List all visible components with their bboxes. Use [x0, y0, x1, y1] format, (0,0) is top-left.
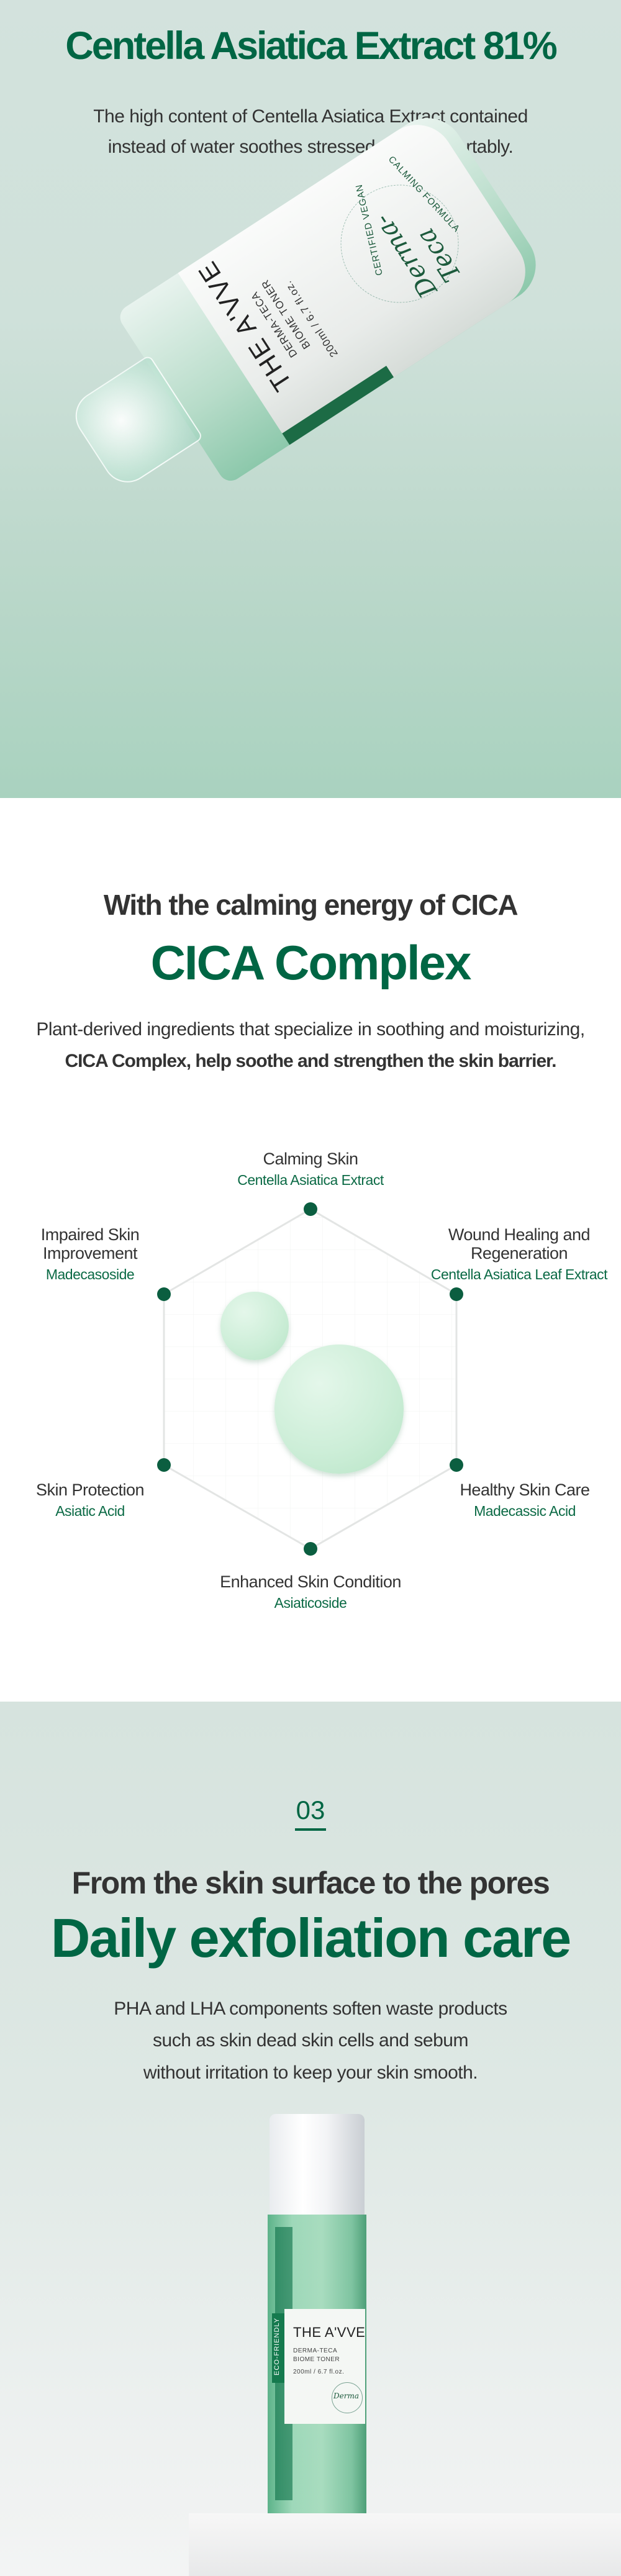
centella-section: Centella Asiatica Extract 81% The high c… — [0, 0, 621, 798]
exfoliation-desc-line-2: such as skin dead skin cells and sebum — [153, 2030, 468, 2051]
centella-desc-line-1: The high content of Centella Asiatica Ex… — [93, 106, 528, 127]
large-gel-drop — [274, 1345, 404, 1474]
dot-top — [304, 1202, 317, 1216]
exfoliation-subtitle: From the skin surface to the pores — [71, 1866, 550, 1900]
label-ingredient: Madecasoside — [45, 1266, 135, 1282]
cica-desc-line-2: CICA Complex, help soothe and strengthen… — [65, 1051, 556, 1071]
exfoliation-section: 03 From the skin surface to the pores Da… — [0, 1702, 621, 2576]
label-enhanced-skin: Enhanced Skin Condition Asiaticoside — [186, 1572, 435, 1612]
label-healthy-skin: Healthy Skin Care Madecassic Acid — [425, 1481, 621, 1520]
label-title: Enhanced Skin Condition — [220, 1572, 401, 1591]
exfoliation-desc-line-1: PHA and LHA components soften waste prod… — [114, 1998, 507, 2019]
label-calming-skin: Calming Skin Centella Asiatica Extract — [211, 1150, 410, 1189]
vegan-seal: CERTIFIED VEGAN CALMING FORMULA Derma-Te… — [318, 154, 481, 325]
label-title: Calming Skin — [263, 1150, 358, 1168]
cica-desc-line-1: Plant-derived ingredients that specializ… — [36, 1019, 585, 1040]
cica-title: CICA Complex — [150, 935, 472, 990]
label-title: Wound Healing and Regeneration — [448, 1225, 591, 1263]
centella-title: Centella Asiatica Extract 81% — [65, 24, 558, 68]
label-ingredient: Centella Asiatica Leaf Extract — [430, 1266, 608, 1282]
exfoliation-title: Daily exfoliation care — [50, 1907, 571, 1969]
label-brand: THE A'VVE — [293, 2324, 366, 2340]
label-ingredient: Centella Asiatica Extract — [237, 1172, 384, 1188]
cica-hexagon-diagram: Calming Skin Centella Asiatica Extract I… — [0, 798, 621, 1702]
label-stripe — [282, 365, 394, 445]
label-line2: BIOME TONER — [293, 2356, 340, 2363]
eco-friendly-text: ECO-FRIENDLY — [273, 2317, 281, 2375]
section-number-text: 03 — [294, 1796, 327, 1831]
label-skin-protection: Skin Protection Asiatic Acid — [0, 1481, 189, 1520]
dot-bottom — [304, 1542, 317, 1556]
cica-subtitle: With the calming energy of CICA — [103, 889, 519, 921]
dot-lower-right — [450, 1458, 463, 1472]
label-title: Healthy Skin Care — [460, 1481, 590, 1499]
exfoliation-desc-line-3: without irritation to keep your skin smo… — [143, 2062, 478, 2083]
label-wound-healing: Wound Healing and Regeneration Centella … — [431, 1225, 608, 1284]
label-line1: DERMA-TECA — [293, 2347, 338, 2354]
seal-script: Derma-Teca — [368, 209, 467, 303]
label-title: Skin Protection — [35, 1481, 145, 1499]
label-seal: Derma — [332, 2382, 363, 2413]
cica-section: With the calming energy of CICA CICA Com… — [0, 798, 621, 1702]
label-ingredient: Asiaticoside — [274, 1595, 347, 1611]
dot-upper-left — [157, 1287, 171, 1301]
section-number: 03 — [0, 1796, 621, 1831]
bottle-cap — [270, 2114, 365, 2215]
dot-lower-left — [157, 1458, 171, 1472]
pedestal — [189, 2513, 621, 2576]
small-gel-drop — [220, 1292, 289, 1360]
label-volume: 200ml / 6.7 fl.oz. — [293, 2369, 345, 2375]
label-title: Impaired Skin Improvement — [40, 1225, 140, 1263]
label-ingredient: Asiatic Acid — [55, 1503, 125, 1519]
dot-upper-right — [450, 1287, 463, 1301]
bottle-label: THE A'VVE DERMA-TECA BIOME TONER 200ml /… — [284, 2309, 365, 2424]
label-ingredient: Madecassic Acid — [474, 1503, 576, 1519]
label-impaired-skin: Impaired Skin Improvement Madecasoside — [22, 1225, 158, 1284]
